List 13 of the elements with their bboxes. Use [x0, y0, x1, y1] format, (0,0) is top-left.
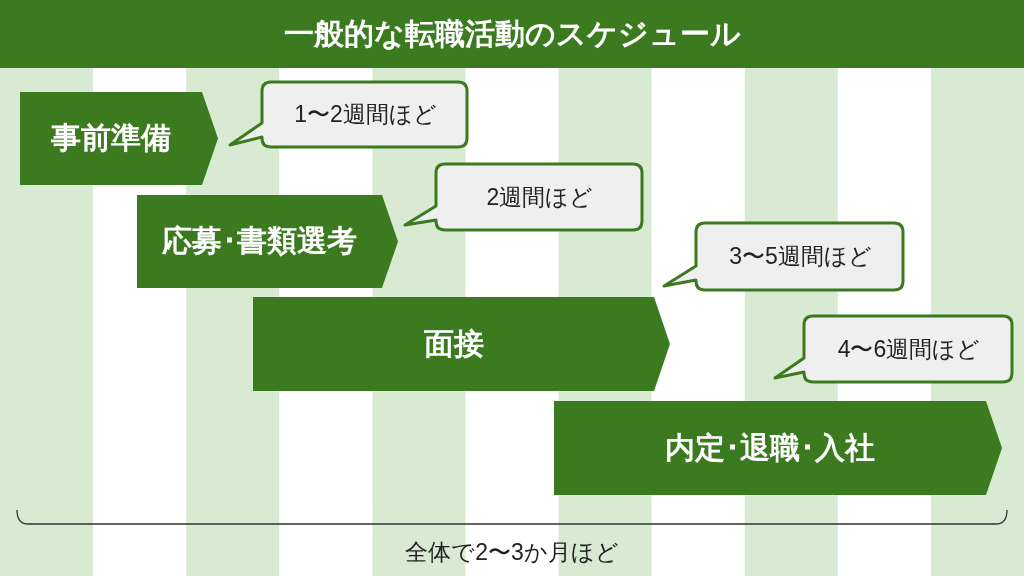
step-label: 応募･書類選考 — [162, 224, 357, 259]
duration-label: 3〜5週間ほど — [729, 243, 872, 270]
duration-label: 2週間ほど — [486, 183, 594, 211]
duration-label: 1〜2週間ほど — [294, 101, 437, 128]
duration-label: 4〜6週間ほど — [837, 335, 981, 363]
step-pentagon — [20, 92, 218, 185]
title: 一般的な転職活動のスケジュール — [283, 16, 741, 52]
step-pentagon — [137, 195, 398, 288]
step-label: 内定･退職･入社 — [665, 430, 875, 466]
total-duration-label: 全体で2〜3か月ほど — [405, 538, 619, 566]
speech-bubble — [662, 221, 905, 292]
step-label: 事前準備 — [51, 121, 171, 156]
step-label: 面接 — [423, 326, 484, 362]
